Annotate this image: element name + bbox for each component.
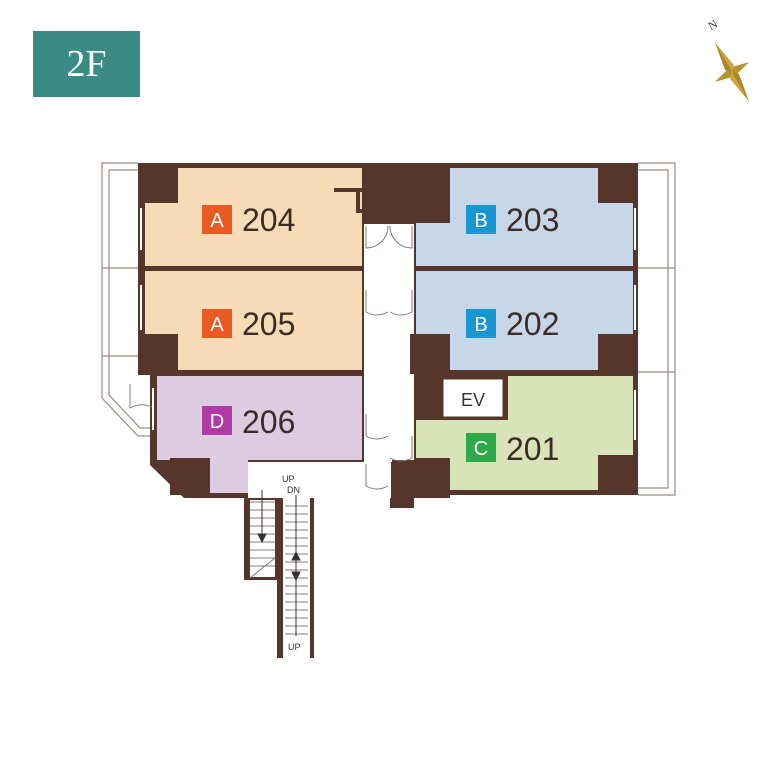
room-206-lower (210, 460, 248, 493)
room-203[interactable] (416, 168, 633, 266)
stair-dn-label: DN (287, 485, 300, 495)
room-205[interactable] (145, 271, 362, 370)
compass-star-icon: N (706, 16, 750, 102)
elevator-box (440, 376, 506, 420)
right-balcony (638, 162, 676, 496)
stair-up-label-bottom: UP (288, 642, 301, 652)
floor-badge: 2F (33, 31, 140, 97)
room-204[interactable] (145, 168, 362, 266)
unit-rooms (145, 168, 633, 493)
structural-columns (138, 163, 638, 498)
room-202[interactable] (416, 271, 633, 370)
utility-niche (334, 188, 368, 213)
floor-label: 2F (66, 43, 107, 85)
windows (140, 208, 636, 440)
door-swings (129, 225, 413, 490)
common-corridor (248, 224, 414, 656)
left-balcony (101, 162, 152, 437)
elevator-label: EV (461, 390, 485, 410)
room-206[interactable] (157, 376, 362, 460)
stair-up-label-top: UP (282, 474, 295, 484)
stair-arrows (257, 490, 301, 636)
